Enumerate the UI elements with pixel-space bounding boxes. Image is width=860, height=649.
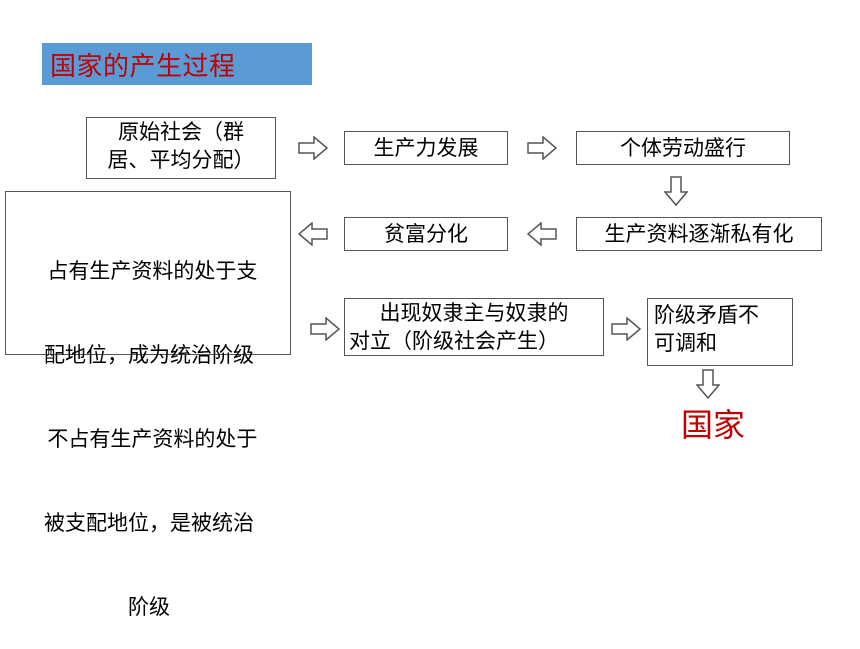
node-irreconcilable: 阶级矛盾不 可调和 xyxy=(647,298,793,366)
arrow-left-icon xyxy=(298,222,328,246)
node-class-line-1: 占有生产资料的处于支 xyxy=(40,259,258,283)
node-productivity: 生产力发展 xyxy=(344,131,508,165)
node-class-line-5: 阶级 xyxy=(128,595,170,619)
node-wealth-gap: 贫富分化 xyxy=(344,217,508,251)
node-primitive-line-1: 原始社会（群 xyxy=(118,120,244,144)
node-individual-labor: 个体劳动盛行 xyxy=(576,131,790,165)
node-contradiction-line-2: 可调和 xyxy=(654,331,717,355)
node-class-division: 占有生产资料的处于支 配地位，成为统治阶级 不占有生产资料的处于 被支配地位，是… xyxy=(5,191,291,619)
arrow-down-icon xyxy=(696,369,720,399)
arrow-right-icon xyxy=(611,317,641,341)
node-primitive-society: 原始社会（群 居、平均分配） xyxy=(86,117,276,179)
node-class-line-2: 配地位，成为统治阶级 xyxy=(44,343,254,367)
arrow-left-icon xyxy=(527,222,557,246)
page-title: 国家的产生过程 xyxy=(50,51,236,82)
node-wealth-gap-label: 贫富分化 xyxy=(384,222,468,246)
node-slavery-opposition: 出现奴隶主与奴隶的 对立（阶级社会产生） xyxy=(344,298,604,356)
node-slavery-line-2: 对立（阶级社会产生） xyxy=(349,329,559,353)
node-individual-label: 个体劳动盛行 xyxy=(620,136,746,160)
title-banner: 国家的产生过程 xyxy=(42,43,312,85)
arrow-down-icon xyxy=(664,176,688,206)
node-class-line-3: 不占有生产资料的处于 xyxy=(40,427,258,451)
arrow-right-icon xyxy=(298,136,328,160)
result-state: 国家 xyxy=(681,406,746,444)
node-slavery-line-1: 出现奴隶主与奴隶的 xyxy=(379,301,569,325)
arrow-right-icon xyxy=(310,317,340,341)
node-class-line-4: 被支配地位，是被统治 xyxy=(44,511,254,535)
node-private-ownership: 生产资料逐渐私有化 xyxy=(576,217,822,251)
arrow-right-icon xyxy=(527,136,557,160)
node-productivity-label: 生产力发展 xyxy=(373,136,479,160)
node-contradiction-line-1: 阶级矛盾不 xyxy=(654,303,759,327)
node-private-label: 生产资料逐渐私有化 xyxy=(604,222,794,246)
node-primitive-line-2: 居、平均分配） xyxy=(107,148,255,172)
